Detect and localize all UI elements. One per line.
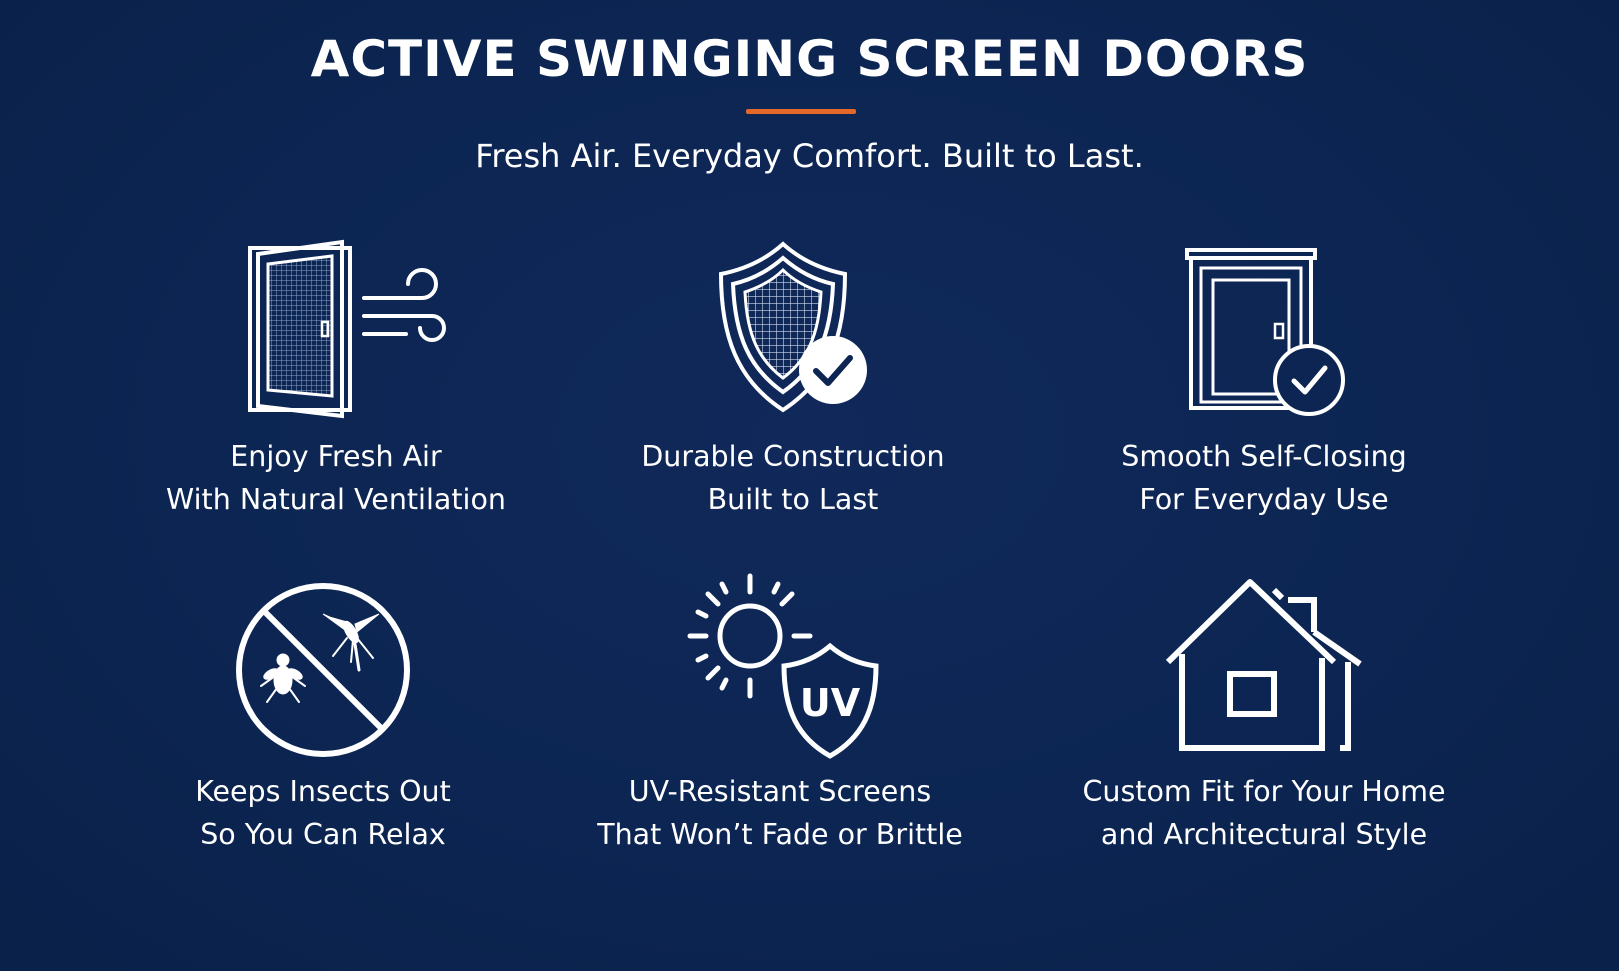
door-check-icon bbox=[1179, 240, 1349, 420]
feature-line-1: Keeps Insects Out bbox=[195, 775, 451, 808]
page-subtitle: Fresh Air. Everyday Comfort. Built to La… bbox=[475, 137, 1144, 175]
feature-line-2: For Everyday Use bbox=[1139, 483, 1389, 516]
page-title: ACTIVE SWINGING SCREEN DOORS bbox=[310, 30, 1309, 88]
no-insects-icon bbox=[233, 580, 413, 760]
feature-line-1: UV-Resistant Screens bbox=[628, 775, 932, 808]
title-accent-bar bbox=[746, 109, 856, 114]
feature-line-2: With Natural Ventilation bbox=[166, 483, 506, 516]
feature-line-1: Smooth Self-Closing bbox=[1121, 440, 1407, 473]
screen-door-airflow-icon bbox=[246, 239, 446, 420]
feature-line-2: That Won’t Fade or Brittle bbox=[597, 818, 963, 851]
sun-uv-shield-icon: UV bbox=[680, 570, 880, 760]
feature-line-2: So You Can Relax bbox=[200, 818, 446, 851]
feature-line-1: Durable Construction bbox=[641, 440, 945, 473]
uv-label: UV bbox=[800, 681, 861, 725]
feature-line-1: Enjoy Fresh Air bbox=[230, 440, 442, 473]
feature-line-2: Built to Last bbox=[707, 483, 879, 516]
feature-line-1: Custom Fit for Your Home bbox=[1082, 775, 1446, 808]
shield-mesh-check-icon bbox=[713, 240, 873, 420]
house-icon bbox=[1164, 578, 1364, 753]
feature-line-2: and Architectural Style bbox=[1100, 818, 1428, 851]
